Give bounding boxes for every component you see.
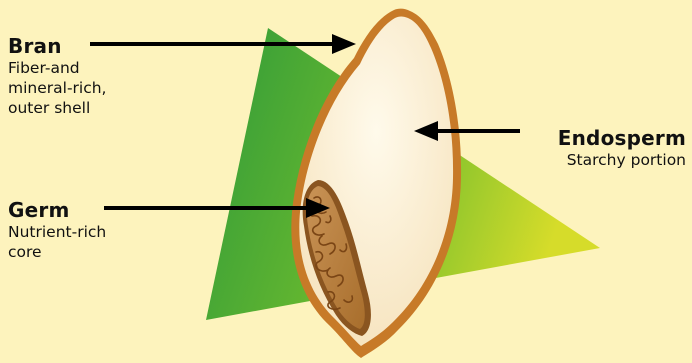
endosperm-title: Endosperm [558,126,686,150]
bran-description-line1: Fiber-and [8,58,178,78]
bran-label: Bran Fiber-and mineral-rich, outer shell [8,34,178,118]
germ-label: Germ Nutrient-rich core [8,198,178,262]
germ-description-line1: Nutrient-rich [8,222,178,242]
germ-title: Germ [8,198,178,222]
bran-description-line2: mineral-rich, [8,78,178,98]
germ-description-line2: core [8,242,178,262]
endosperm-label: Endosperm Starchy portion [558,126,686,170]
bran-description-line3: outer shell [8,98,178,118]
bran-title: Bran [8,34,178,58]
endosperm-description: Starchy portion [558,150,686,170]
